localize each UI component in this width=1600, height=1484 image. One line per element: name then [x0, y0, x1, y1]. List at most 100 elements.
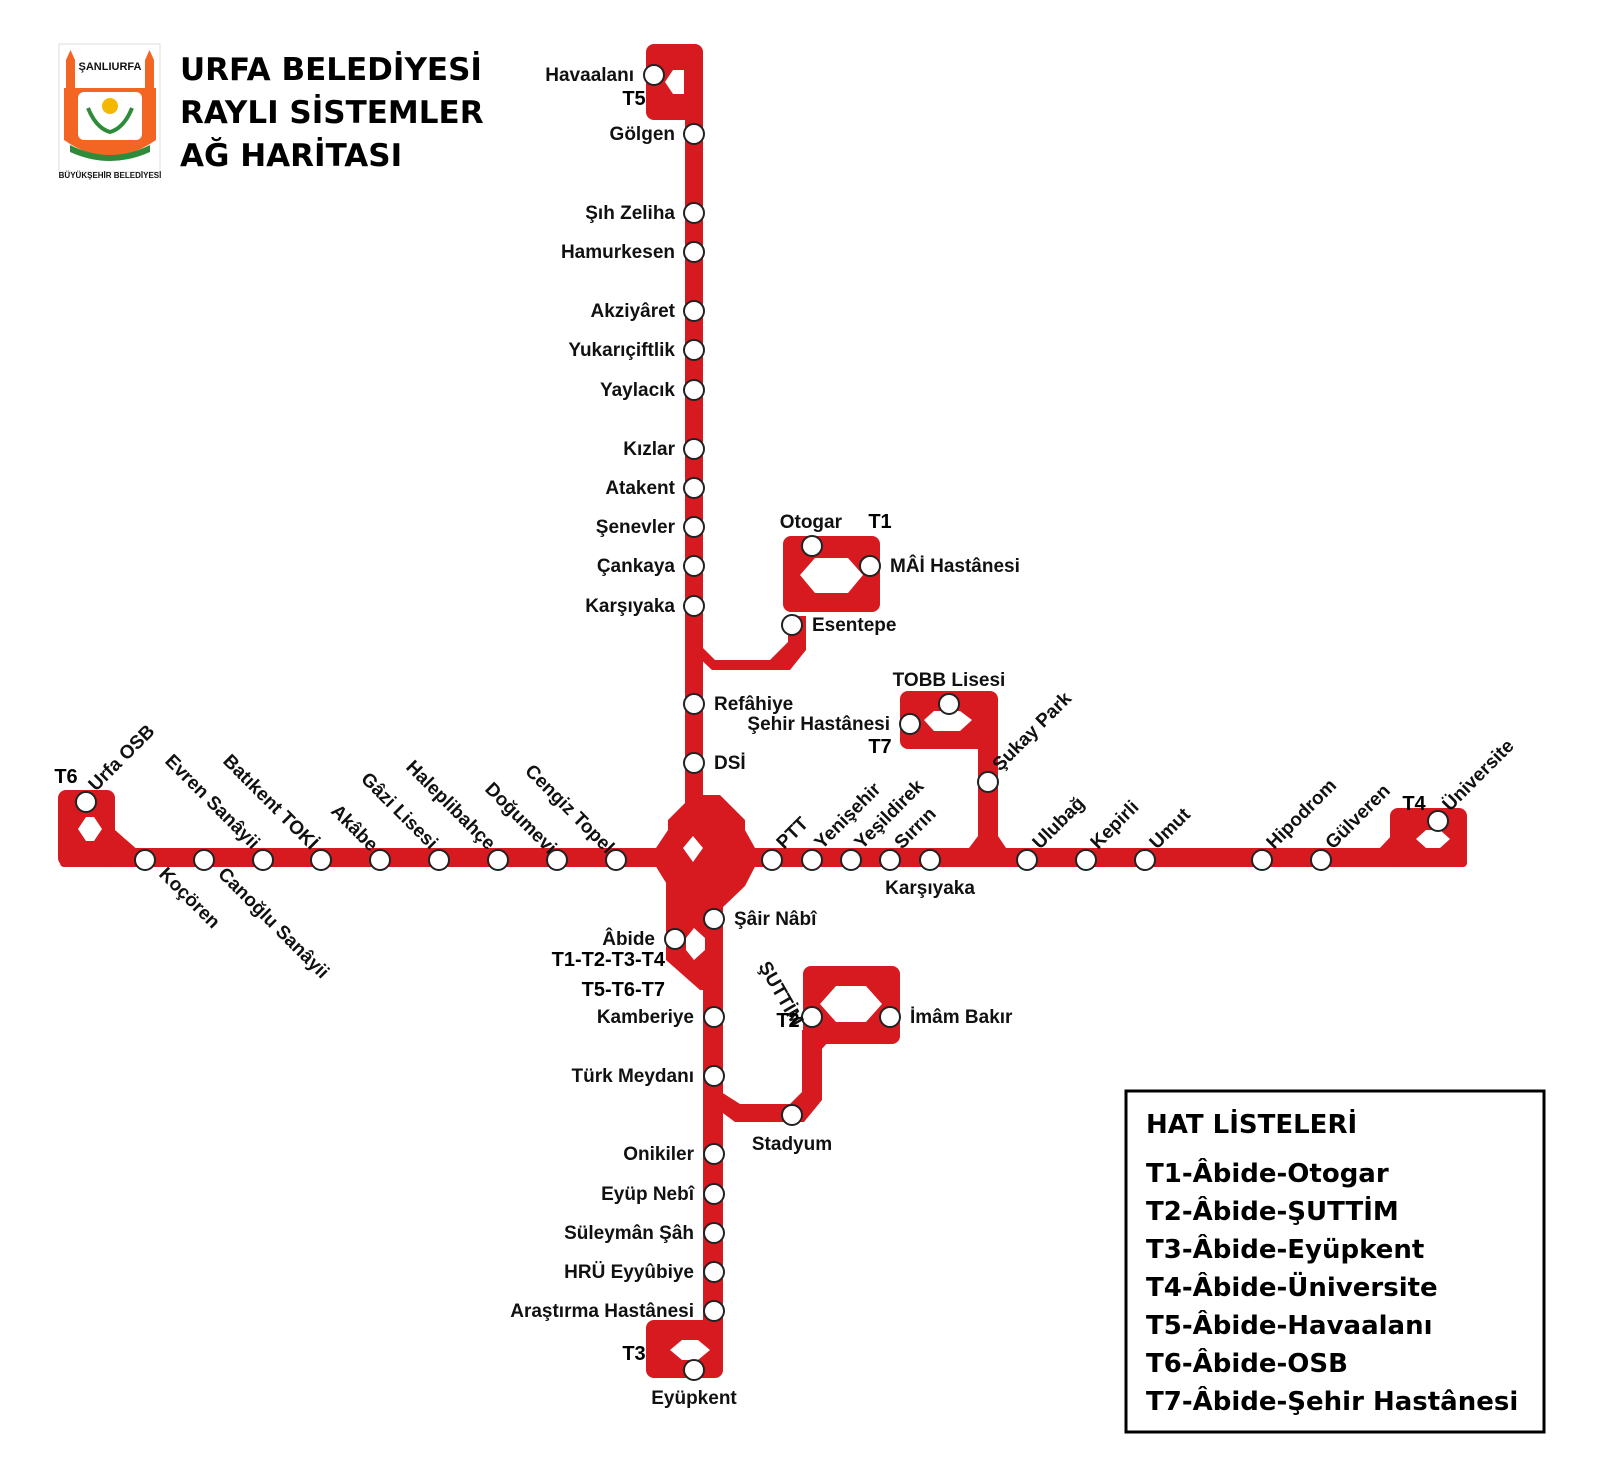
station-akziyaret[interactable]: [683, 300, 705, 322]
label-kocoren: Koçören: [154, 864, 223, 933]
station-kepirli[interactable]: [1075, 849, 1097, 871]
station-batikent-toki[interactable]: [252, 849, 274, 871]
station-sih-zeliha[interactable]: [683, 202, 705, 224]
legend-item-t5: T5-Âbide-Havaalanı: [1146, 1309, 1433, 1341]
hub-west-wedge: [650, 830, 668, 886]
station-esentepe[interactable]: [781, 614, 803, 636]
station-gazi-lisesi[interactable]: [369, 849, 391, 871]
label-hamurkesen: Hamurkesen: [561, 242, 675, 263]
station-hipodrom[interactable]: [1251, 849, 1273, 871]
station-suttim[interactable]: [801, 1006, 823, 1028]
station-havaalani[interactable]: [643, 64, 665, 86]
title-line-1: URFA BELEDİYESİ: [180, 52, 482, 88]
label-senevler: Şenevler: [596, 517, 676, 538]
code-t1: T1: [868, 511, 891, 533]
station-refahiye[interactable]: [683, 693, 705, 715]
station-yesildirek[interactable]: [840, 849, 862, 871]
label-ptt: PTT: [773, 813, 814, 854]
label-atakent: Atakent: [605, 478, 675, 499]
station-haleplibahce[interactable]: [428, 849, 450, 871]
station-atakent[interactable]: [683, 477, 705, 499]
label-akziyaret: Akziyâret: [591, 301, 676, 322]
code-t7: T7: [868, 736, 891, 758]
label-kizlar: Kızlar: [623, 439, 675, 460]
station-ptt[interactable]: [761, 849, 783, 871]
station-abide[interactable]: [664, 928, 686, 950]
station-cankaya[interactable]: [683, 555, 705, 577]
station-dogumevi[interactable]: [487, 849, 509, 871]
station-yenisehir[interactable]: [801, 849, 823, 871]
label-arastirma-hastanesi: Araştırma Hastânesi: [510, 1301, 694, 1322]
station-canoglu-sanayii[interactable]: [193, 849, 215, 871]
line-codes: T1 T2 T3 T4 T5 T6 T7 T1-T2-T3-T4 T5-T6-T…: [54, 88, 1426, 1365]
title-line-2: RAYLI SİSTEMLER: [180, 95, 484, 131]
label-yaylacik: Yaylacık: [600, 380, 675, 401]
station-sair-nabi[interactable]: [703, 908, 725, 930]
label-eyupkent: Eyüpkent: [651, 1388, 737, 1409]
station-ulubag[interactable]: [1016, 849, 1038, 871]
code-t4: T4: [1402, 793, 1426, 815]
station-stadyum[interactable]: [781, 1104, 803, 1126]
station-onikiler[interactable]: [703, 1143, 725, 1165]
station-eyupkent[interactable]: [683, 1359, 705, 1381]
station-arastirma-hastanesi[interactable]: [703, 1300, 725, 1322]
station-karsiyaka-east[interactable]: [919, 849, 941, 871]
station-umut[interactable]: [1134, 849, 1156, 871]
t4-junction: [1378, 832, 1395, 850]
station-turk-meydani[interactable]: [703, 1065, 725, 1087]
legend-item-t2: T2-Âbide-ŞUTTİM: [1146, 1195, 1399, 1227]
label-yukariciftlik: Yukarıçiftlik: [568, 340, 675, 361]
station-akabe[interactable]: [310, 849, 332, 871]
label-kamberiye: Kamberiye: [597, 1007, 694, 1028]
label-otogar: Otogar: [780, 512, 843, 533]
line-legend: HAT LİSTELERİ T1-Âbide-Otogar T2-Âbide-Ş…: [1124, 1089, 1546, 1434]
station-cengiz-topel[interactable]: [546, 849, 568, 871]
station-yaylacik[interactable]: [683, 379, 705, 401]
station-suleyman-sah[interactable]: [703, 1222, 725, 1244]
label-karsiyaka-north: Karşıyaka: [585, 596, 675, 617]
label-eyup-nebi: Eyüp Nebî: [601, 1184, 696, 1205]
station-hamurkesen[interactable]: [683, 241, 705, 263]
station-dsi[interactable]: [683, 752, 705, 774]
label-havaalani: Havaalanı: [545, 65, 634, 86]
station-sukay-park[interactable]: [977, 771, 999, 793]
label-canoglu-sanayii: Canoğlu Sanâyii: [213, 864, 332, 983]
code-hub-line-1: T1-T2-T3-T4: [552, 949, 666, 971]
station-gulveren[interactable]: [1310, 849, 1332, 871]
label-abide: Âbide: [602, 928, 655, 950]
station-otogar[interactable]: [801, 535, 823, 557]
label-onikiler: Onikiler: [623, 1144, 694, 1165]
label-urfa-osb: Urfa OSB: [85, 721, 160, 796]
station-sirrin[interactable]: [879, 849, 901, 871]
station-imam-bakir[interactable]: [879, 1006, 901, 1028]
label-dsi: DSİ: [714, 753, 746, 774]
station-karsiyaka-north[interactable]: [683, 595, 705, 617]
station-hru-eyyubiye[interactable]: [703, 1261, 725, 1283]
station-urfa-osb[interactable]: [75, 791, 97, 813]
station-senevler[interactable]: [683, 516, 705, 538]
legend-item-t3: T3-Âbide-Eyüpkent: [1146, 1233, 1424, 1265]
station-golgen[interactable]: [683, 123, 705, 145]
station-mai-hastanesi[interactable]: [859, 555, 881, 577]
station-kamberiye[interactable]: [703, 1006, 725, 1028]
logo-top-text: ŞANLIURFA: [79, 61, 142, 73]
label-imam-bakir: İmâm Bakır: [910, 1007, 1013, 1028]
t1-branch: [696, 616, 806, 670]
label-mai-hastanesi: MÂİ Hastânesi: [890, 555, 1020, 577]
t2-junction: [803, 1040, 830, 1062]
label-refahiye: Refâhiye: [714, 694, 793, 715]
legend-item-t1: T1-Âbide-Otogar: [1146, 1157, 1389, 1189]
station-west-hub[interactable]: [605, 849, 627, 871]
legend-item-t6: T6-Âbide-OSB: [1146, 1347, 1348, 1379]
map-title: URFA BELEDİYESİ RAYLI SİSTEMLER AĞ HARİT…: [180, 52, 484, 174]
station-tobb-lisesi[interactable]: [938, 693, 960, 715]
station-kizlar[interactable]: [683, 438, 705, 460]
station-eyup-nebi[interactable]: [703, 1183, 725, 1205]
station-universite[interactable]: [1427, 810, 1449, 832]
label-sehir-hastanesi: Şehir Hastânesi: [747, 714, 890, 735]
station-kocoren[interactable]: [134, 849, 156, 871]
station-yukariciftlik[interactable]: [683, 339, 705, 361]
stations: [75, 64, 1449, 1381]
station-sehir-hastanesi[interactable]: [899, 713, 921, 735]
legend-item-t4: T4-Âbide-Üniversite: [1146, 1270, 1438, 1303]
